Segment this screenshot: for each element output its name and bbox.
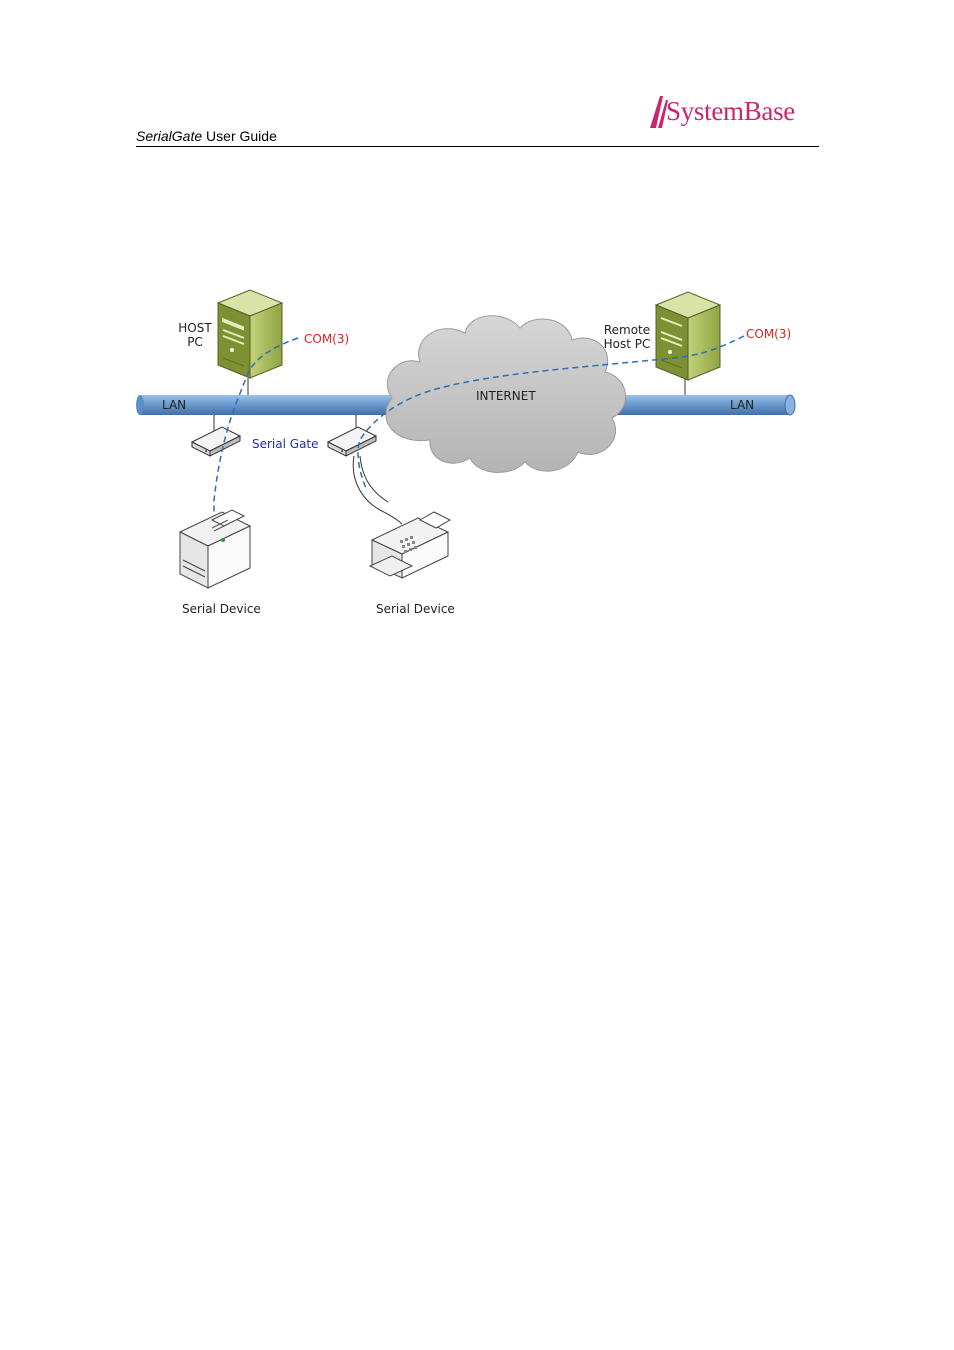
serial-cable xyxy=(352,455,403,525)
serial-gate-device-2-icon xyxy=(326,426,378,457)
fax-icon xyxy=(368,511,452,579)
remote-pc-label-line1: Remote xyxy=(603,323,651,337)
host-pc-server-icon xyxy=(216,289,284,379)
company-logo: SystemBase xyxy=(646,92,824,132)
lan-left-label: LAN xyxy=(162,398,187,412)
internet-label: INTERNET xyxy=(476,389,536,403)
serial-device-1-label: Serial Device xyxy=(182,602,261,616)
remote-pc-label: Remote Host PC xyxy=(598,323,656,351)
com-right-label: COM(3) xyxy=(746,327,792,341)
virtual-com-links xyxy=(213,335,745,515)
remote-pc-server-icon xyxy=(654,291,722,381)
printer-icon xyxy=(178,509,252,589)
host-pc-label-line1: HOST xyxy=(178,321,212,335)
host-pc-label-line2: PC xyxy=(187,335,203,349)
host-pc-label: HOST PC xyxy=(172,321,218,349)
network-diagram xyxy=(136,289,796,589)
com-left-label: COM(3) xyxy=(304,332,350,346)
header-title-product: SerialGate xyxy=(136,128,203,144)
header-title-rest: User Guide xyxy=(202,128,277,144)
header-rule xyxy=(136,146,819,147)
logo-mark-icon xyxy=(650,96,668,128)
remote-pc-label-line2: Host PC xyxy=(603,337,651,351)
lan-right-label: LAN xyxy=(730,398,755,412)
serial-gate-device-1-icon xyxy=(190,426,242,457)
serial-gate-label: Serial Gate xyxy=(252,437,319,451)
logo-text: SystemBase xyxy=(666,96,795,126)
header-title: SerialGate User Guide xyxy=(136,128,277,144)
serial-device-2-label: Serial Device xyxy=(376,602,455,616)
internet-cloud xyxy=(385,315,627,474)
